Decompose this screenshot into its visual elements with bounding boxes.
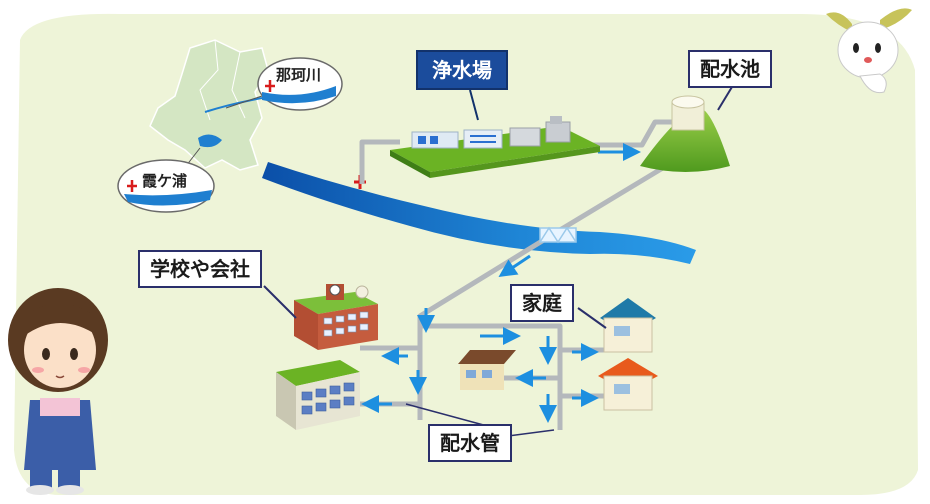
naka-river-line <box>204 97 263 113</box>
middle-house <box>458 350 516 390</box>
purification-callout-pointer <box>469 89 479 121</box>
naka-river-label: 那珂川 <box>276 66 322 84</box>
kasumigaura-label: 霞ケ浦 <box>142 172 188 190</box>
ibaraki-map <box>149 39 269 171</box>
home-label: 家庭 <box>510 284 574 322</box>
kasumigaura-bubble <box>117 147 215 213</box>
river <box>262 162 696 264</box>
naka-river-bubble <box>225 57 343 111</box>
kasumigaura-lake <box>198 134 222 148</box>
pipe-callout-pointer-right <box>507 429 555 437</box>
intake-marker-kasumigaura <box>127 180 137 192</box>
flow-arrows <box>361 143 641 423</box>
reservoir-illustration <box>640 95 730 172</box>
house-blue <box>600 298 656 353</box>
pipe-bridge <box>539 226 577 244</box>
home-callout-pointer <box>577 307 607 329</box>
distribution-pipe-label: 配水管 <box>428 424 512 462</box>
distribution-reservoir-label: 配水池 <box>688 50 772 88</box>
purification-plant-illustration <box>390 116 600 178</box>
company-building <box>276 360 360 430</box>
school-company-label: 学校や会社 <box>138 250 262 288</box>
house-orange <box>598 358 658 411</box>
mascot-character <box>826 8 912 94</box>
girl-character <box>8 288 108 495</box>
purification-plant-label: 浄水場 <box>416 50 508 90</box>
school-building <box>294 284 378 350</box>
intake-marker-naka <box>265 80 275 92</box>
school-callout-pointer <box>263 285 297 319</box>
